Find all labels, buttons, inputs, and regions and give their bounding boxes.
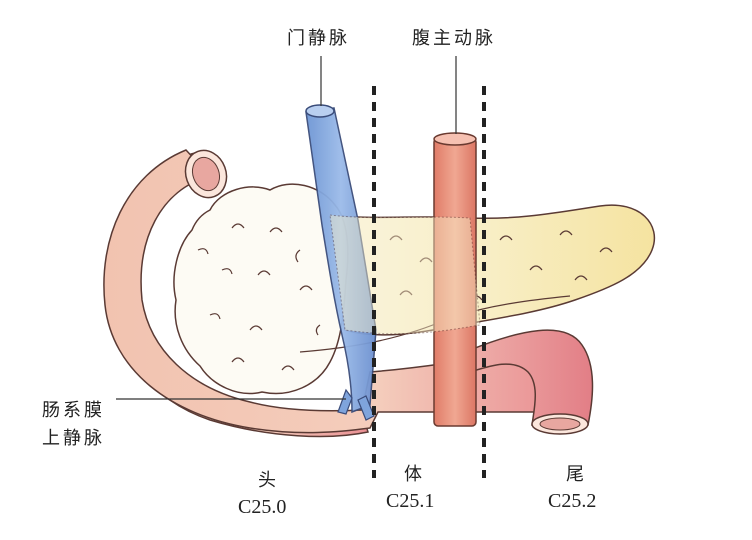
region-tail-name: 尾 bbox=[566, 464, 587, 485]
label-smv-line1: 肠系膜 bbox=[42, 400, 105, 421]
label-portal-vein: 门静脉 bbox=[287, 28, 350, 49]
label-aorta: 腹主动脉 bbox=[412, 28, 496, 49]
region-tail-code: C25.2 bbox=[548, 490, 597, 512]
region-head-code: C25.0 bbox=[238, 496, 287, 518]
region-body-code: C25.1 bbox=[386, 490, 435, 512]
region-head-name: 头 bbox=[258, 470, 279, 491]
portal-vein bbox=[305, 107, 377, 414]
aorta-top bbox=[433, 132, 477, 146]
region-body-name: 体 bbox=[404, 464, 425, 485]
jejunum-tube bbox=[458, 329, 594, 426]
pancreas-head bbox=[173, 183, 349, 395]
pancreas-overlay bbox=[329, 214, 481, 335]
smv-branch bbox=[337, 388, 375, 421]
label-smv-line2: 上静脉 bbox=[42, 428, 105, 449]
portal-vein-top bbox=[305, 104, 335, 118]
